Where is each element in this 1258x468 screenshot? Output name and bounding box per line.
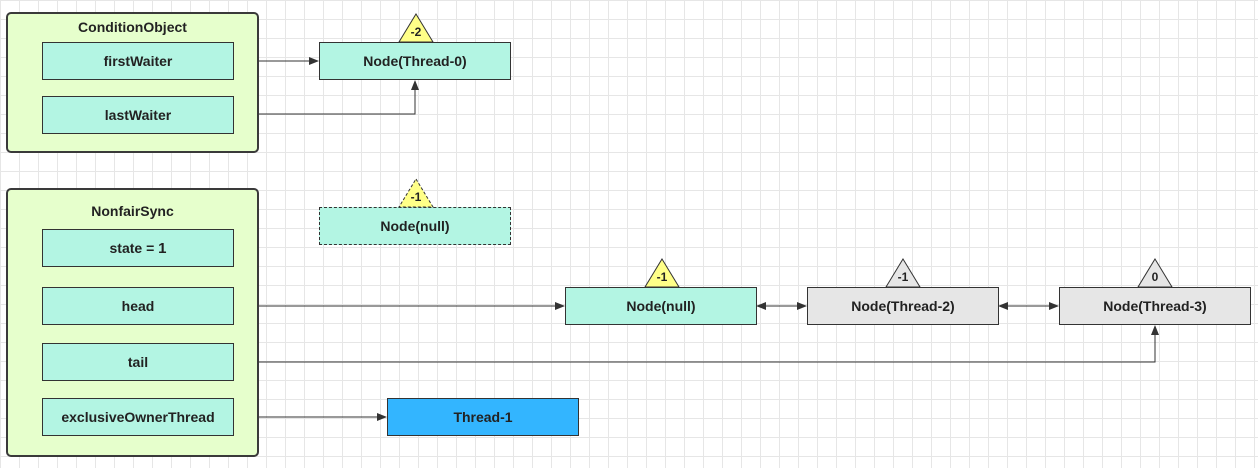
state-value: 1 bbox=[158, 239, 167, 257]
condition-object-title: ConditionObject bbox=[78, 19, 187, 35]
wait-status-triangle-thread-2: -1 bbox=[885, 258, 921, 288]
exclusive-owner-thread-field[interactable]: exclusiveOwnerThread bbox=[42, 398, 234, 436]
wait-status-value: 0 bbox=[1151, 270, 1159, 284]
owner-thread-1[interactable]: Thread-1 bbox=[387, 398, 579, 436]
head-field[interactable]: head bbox=[42, 287, 234, 325]
wait-status-triangle-thread-3: 0 bbox=[1137, 258, 1173, 288]
wait-status-value: -1 bbox=[410, 190, 422, 204]
node-thread-3[interactable]: Node(Thread-3) bbox=[1059, 287, 1251, 325]
last-waiter-arrow bbox=[234, 80, 419, 115]
wait-status-triangle-null-head: -1 bbox=[644, 258, 680, 288]
state-field[interactable]: state = 1 bbox=[42, 229, 234, 267]
node-null-head[interactable]: Node(null) bbox=[565, 287, 757, 325]
wait-status-value: -1 bbox=[656, 270, 668, 284]
state-label: state = bbox=[109, 240, 155, 256]
tail-arrow bbox=[233, 325, 1159, 366]
tail-field[interactable]: tail bbox=[42, 343, 234, 381]
node-null-dashed[interactable]: Node(null) bbox=[319, 207, 511, 245]
node-thread-0[interactable]: Node(Thread-0) bbox=[319, 42, 511, 80]
wait-status-value: -2 bbox=[410, 25, 422, 39]
first-waiter-field[interactable]: firstWaiter bbox=[42, 42, 234, 80]
wait-status-triangle-thread-0: -2 bbox=[398, 13, 434, 43]
node-thread-2[interactable]: Node(Thread-2) bbox=[807, 287, 999, 325]
last-waiter-field[interactable]: lastWaiter bbox=[42, 96, 234, 134]
nonfair-sync-title: NonfairSync bbox=[91, 203, 174, 219]
wait-status-value: -1 bbox=[897, 270, 909, 284]
wait-status-triangle-null-dashed: -1 bbox=[398, 178, 434, 208]
